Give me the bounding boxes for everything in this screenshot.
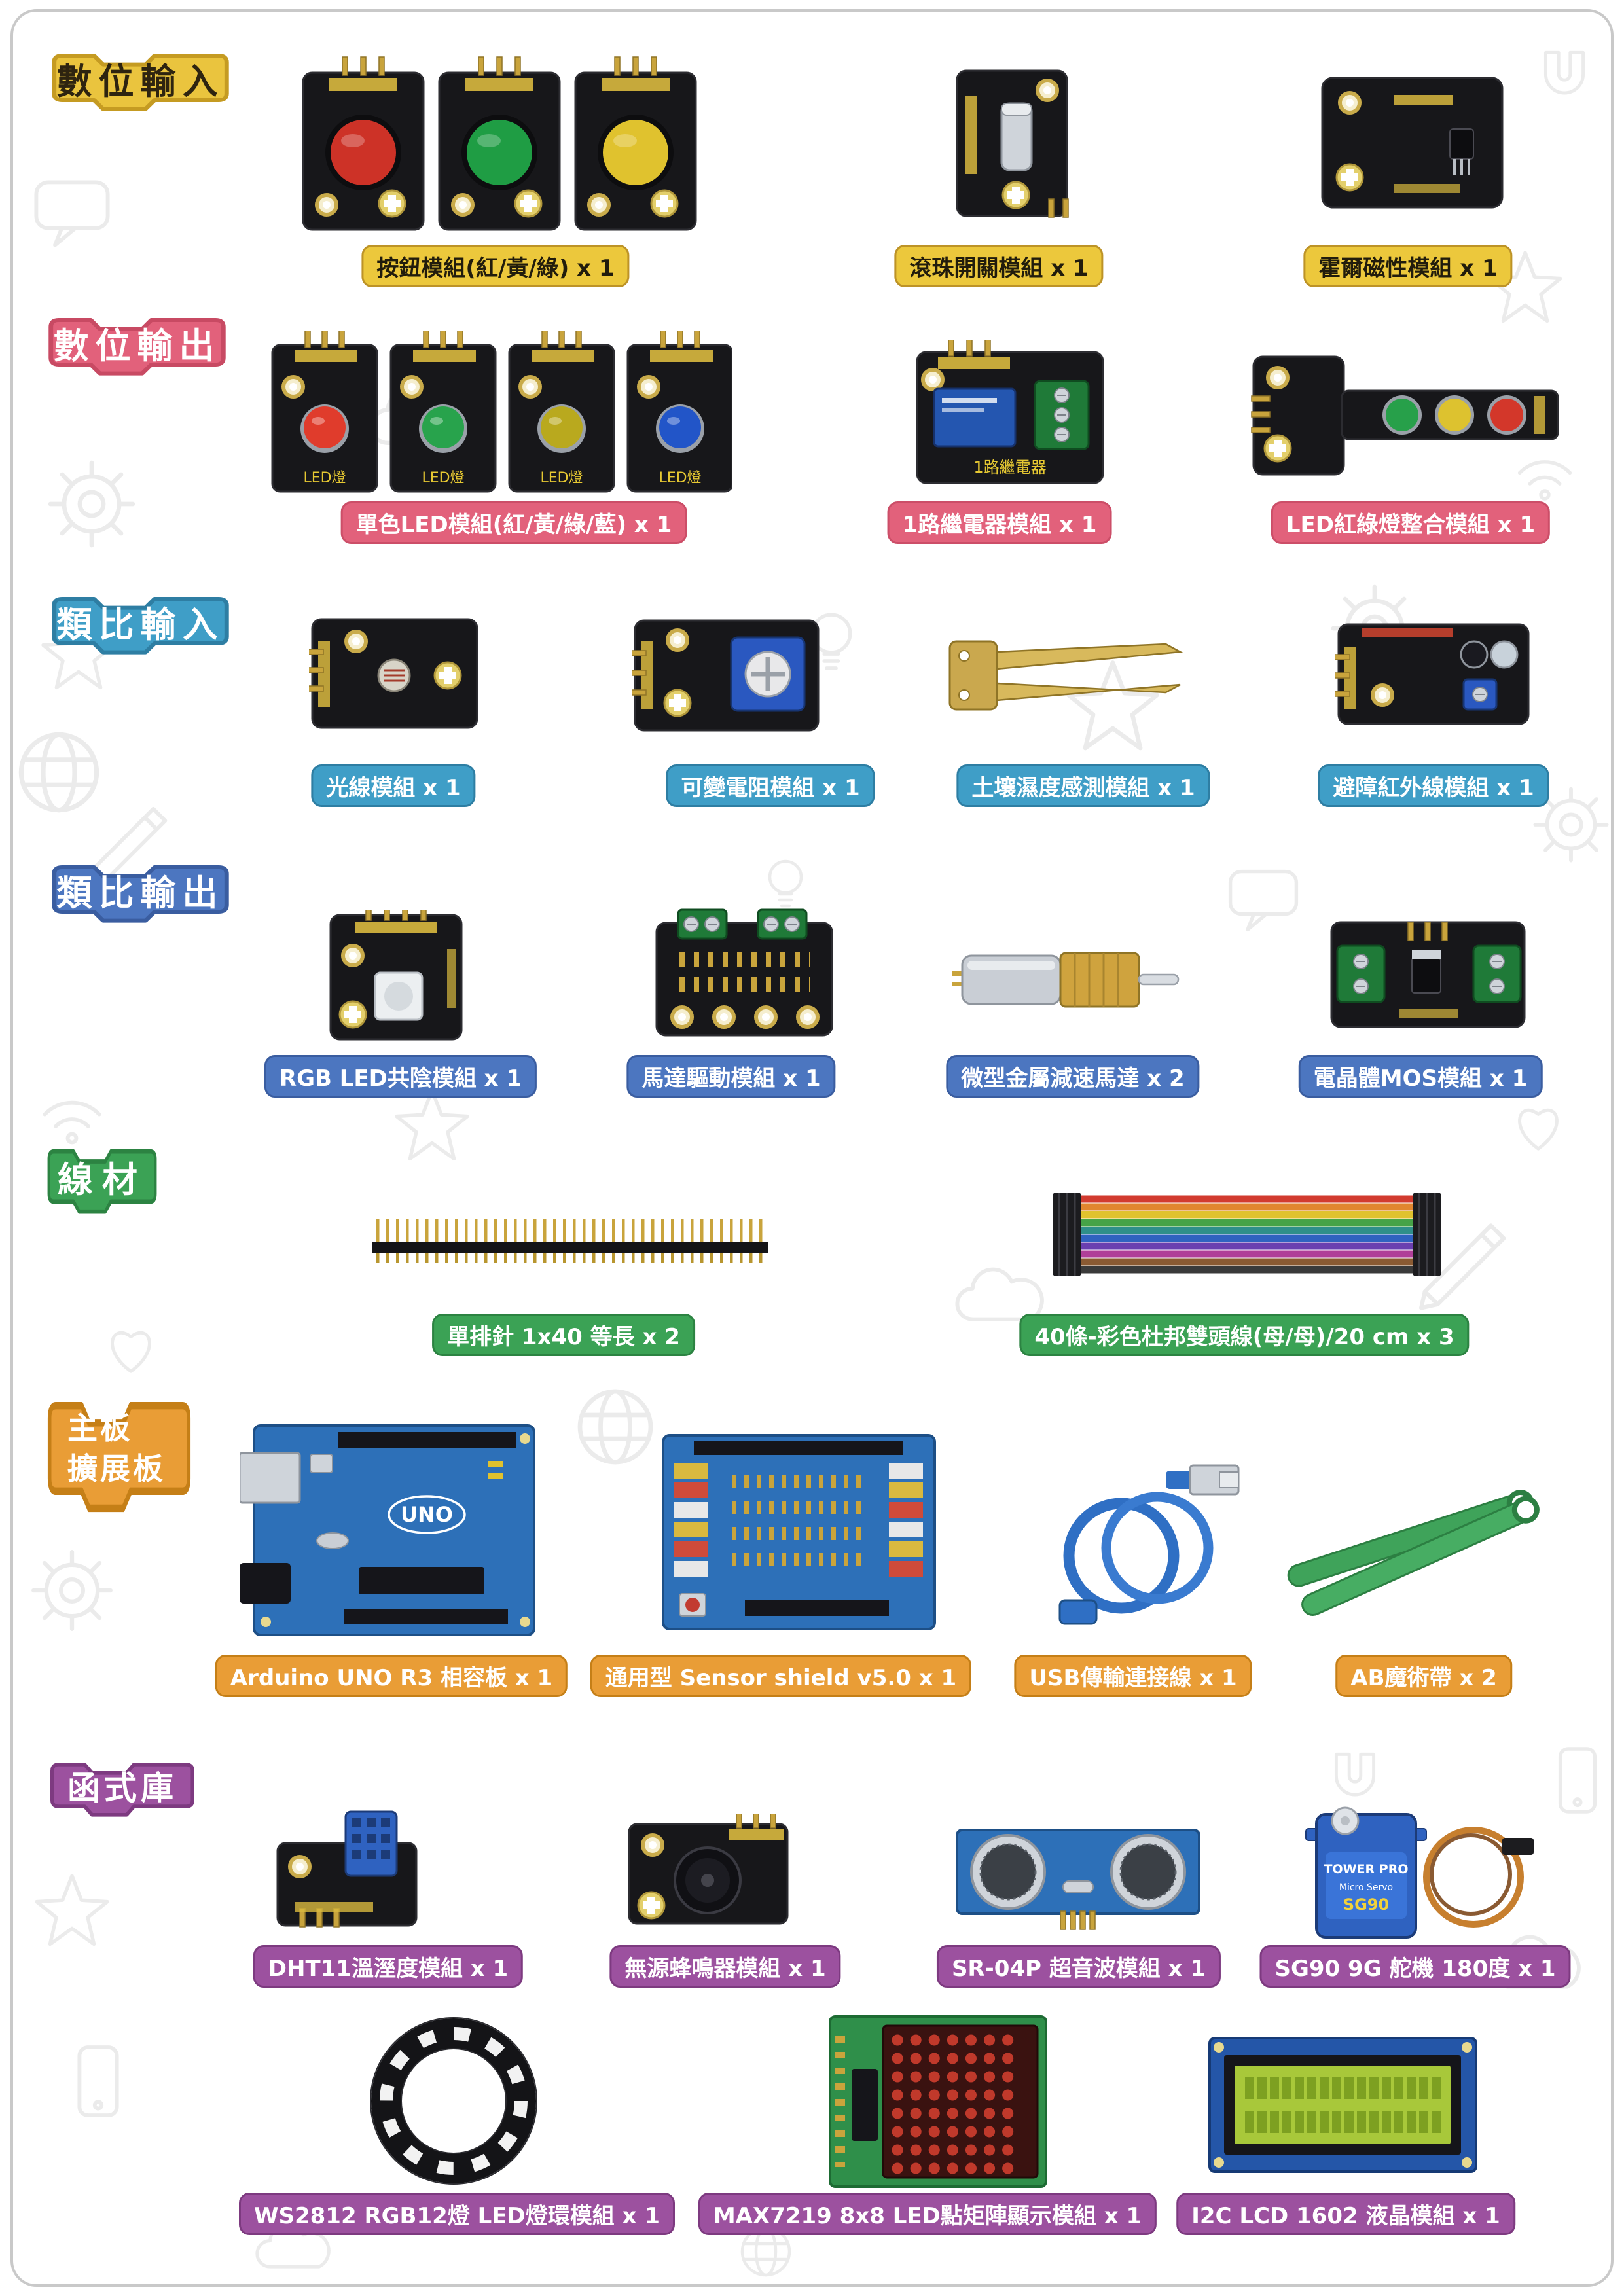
section-tag-analog-input: 類比輸入	[44, 588, 237, 655]
section-title: 數位輸入	[56, 60, 225, 102]
section-title: 數位輸出	[53, 325, 221, 367]
section-title: 主板 擴展板	[67, 1410, 166, 1486]
svg-text:TOWER PRO: TOWER PRO	[1324, 1862, 1408, 1876]
item-label: SR-04P 超音波模組 x 1	[936, 1945, 1221, 1988]
arduino-uno-image: UNO	[240, 1424, 535, 1636]
ir-obstacle-module-image	[1335, 623, 1530, 725]
item-label: 可變電阻模組 x 1	[666, 764, 875, 807]
item-label: USB傳輸連接線 x 1	[1014, 1655, 1252, 1697]
item-label: SG90 9G 舵機 180度 x 1	[1259, 1945, 1571, 1988]
item-label: 滾珠開關模組 x 1	[894, 245, 1104, 287]
potentiometer-module-image	[632, 619, 820, 732]
section-tag-wires: 線材	[43, 1139, 162, 1214]
sensor-shield-image	[662, 1434, 936, 1630]
item-label: 單色LED模組(紅/黃/綠/藍) x 1	[340, 501, 687, 544]
item-label: Arduino UNO R3 相容板 x 1	[215, 1655, 568, 1697]
item-label: DHT11溫溼度模組 x 1	[253, 1945, 524, 1988]
doodle-cloud-icon	[957, 1270, 1041, 1319]
buzzer-module-image	[628, 1814, 789, 1925]
jumper-wires-image	[1053, 1193, 1441, 1276]
doodle-magnet-icon	[1336, 1754, 1373, 1795]
item-label: 馬達驅動模組 x 1	[626, 1055, 836, 1098]
doodle-magnet-icon	[1545, 52, 1583, 93]
dht11-module-image	[276, 1810, 418, 1928]
section-tag-digital-output: 數位輸出	[41, 309, 234, 376]
doodle-wifi-icon	[45, 1103, 99, 1143]
item-label: 通用型 Sensor shield v5.0 x 1	[590, 1655, 972, 1697]
item-label: 單排針 1x40 等長 x 2	[432, 1314, 695, 1356]
pin-header-image	[372, 1219, 768, 1263]
doodle-globe-icon	[21, 734, 96, 810]
item-label: 避障紅外線模組 x 1	[1318, 764, 1549, 807]
section-tag-mainboard: 主板 擴展板	[41, 1384, 197, 1513]
doodle-phone-icon	[1561, 1749, 1595, 1812]
doodle-star-icon	[37, 1876, 107, 1944]
doodle-chat-icon	[1231, 872, 1297, 930]
usb-cable-image	[1058, 1464, 1240, 1625]
section-title: 線材	[58, 1159, 147, 1200]
svg-text:LED燈: LED燈	[422, 470, 464, 486]
doodle-gear-icon	[50, 463, 133, 545]
svg-text:UNO: UNO	[401, 1502, 453, 1527]
soil-moisture-sensor-image	[948, 640, 1183, 711]
item-label: WS2812 RGB12燈 LED燈環模組 x 1	[239, 2193, 675, 2235]
svg-text:LED燈: LED燈	[540, 470, 583, 486]
svg-text:LED燈: LED燈	[303, 470, 346, 486]
section-tag-digital-input: 數位輸入	[44, 45, 237, 111]
section-title: 類比輸出	[56, 872, 225, 914]
tilt-switch-module-image	[956, 69, 1069, 218]
item-label: AB魔術帶 x 2	[1335, 1655, 1512, 1697]
section-tag-library: 函式庫	[44, 1754, 201, 1817]
velcro-straps-image	[1287, 1490, 1540, 1616]
doodle-globe-icon	[580, 1391, 651, 1462]
item-label: 1路繼電器模組 x 1	[887, 501, 1112, 544]
item-label: 電晶體MOS模組 x 1	[1298, 1055, 1543, 1098]
section-tag-analog-output: 類比輸出	[44, 856, 237, 923]
item-label: 土壤濕度感測模組 x 1	[956, 764, 1210, 807]
svg-text:1路繼電器: 1路繼電器	[973, 458, 1046, 476]
hall-magnetic-module-image	[1321, 77, 1504, 209]
doodle-heart-icon	[1520, 1110, 1557, 1149]
motor-driver-module-image	[655, 908, 833, 1037]
relay-module-image: 1路繼電器	[916, 340, 1104, 484]
button-modules-image	[302, 56, 697, 231]
svg-text:Micro Servo: Micro Servo	[1339, 1882, 1393, 1893]
item-label: 無源蜂鳴器模組 x 1	[609, 1945, 841, 1988]
light-sensor-module-image	[309, 618, 478, 729]
item-label: LED紅綠燈整合模組 x 1	[1271, 501, 1551, 544]
item-label: RGB LED共陰模組 x 1	[264, 1055, 537, 1098]
item-label: I2C LCD 1602 液晶模組 x 1	[1176, 2193, 1515, 2235]
servo-image: TOWER PRO Micro Servo SG90	[1305, 1806, 1534, 1939]
metal-gear-motor-image	[952, 952, 1180, 1008]
doodle-heart-icon	[113, 1333, 150, 1371]
led-modules-image: LED燈 LED燈 LED燈	[271, 331, 732, 493]
doodle-bulb-icon	[770, 861, 801, 906]
traffic-light-module-image	[1251, 355, 1559, 476]
doodle-phone-icon	[79, 2047, 117, 2115]
ultrasonic-module-image	[956, 1829, 1200, 1930]
item-label: 按鈕模組(紅/黃/綠) x 1	[361, 245, 630, 287]
led-ring-image	[370, 2017, 537, 2185]
svg-text:LED燈: LED燈	[659, 470, 701, 486]
doodle-star-icon	[397, 1090, 467, 1158]
section-title: 函式庫	[67, 1769, 177, 1807]
mos-module-image	[1330, 921, 1526, 1028]
item-label: 光線模組 x 1	[311, 764, 476, 807]
item-label: MAX7219 8x8 LED點矩陣顯示模組 x 1	[698, 2193, 1157, 2235]
item-label: 微型金屬減速馬達 x 2	[946, 1055, 1200, 1098]
svg-text:SG90: SG90	[1343, 1895, 1389, 1914]
item-label: 40條-彩色杜邦雙頭線(母/母)/20 cm x 3	[1019, 1314, 1470, 1356]
rgb-led-module-image	[329, 910, 463, 1041]
lcd1602-image	[1208, 2037, 1477, 2173]
section-title: 類比輸入	[56, 603, 225, 645]
doodle-gear-icon	[33, 1552, 111, 1629]
led-matrix-image	[829, 2015, 1047, 2188]
item-label: 霍爾磁性模組 x 1	[1303, 245, 1513, 287]
doodle-chat-icon	[36, 182, 107, 245]
